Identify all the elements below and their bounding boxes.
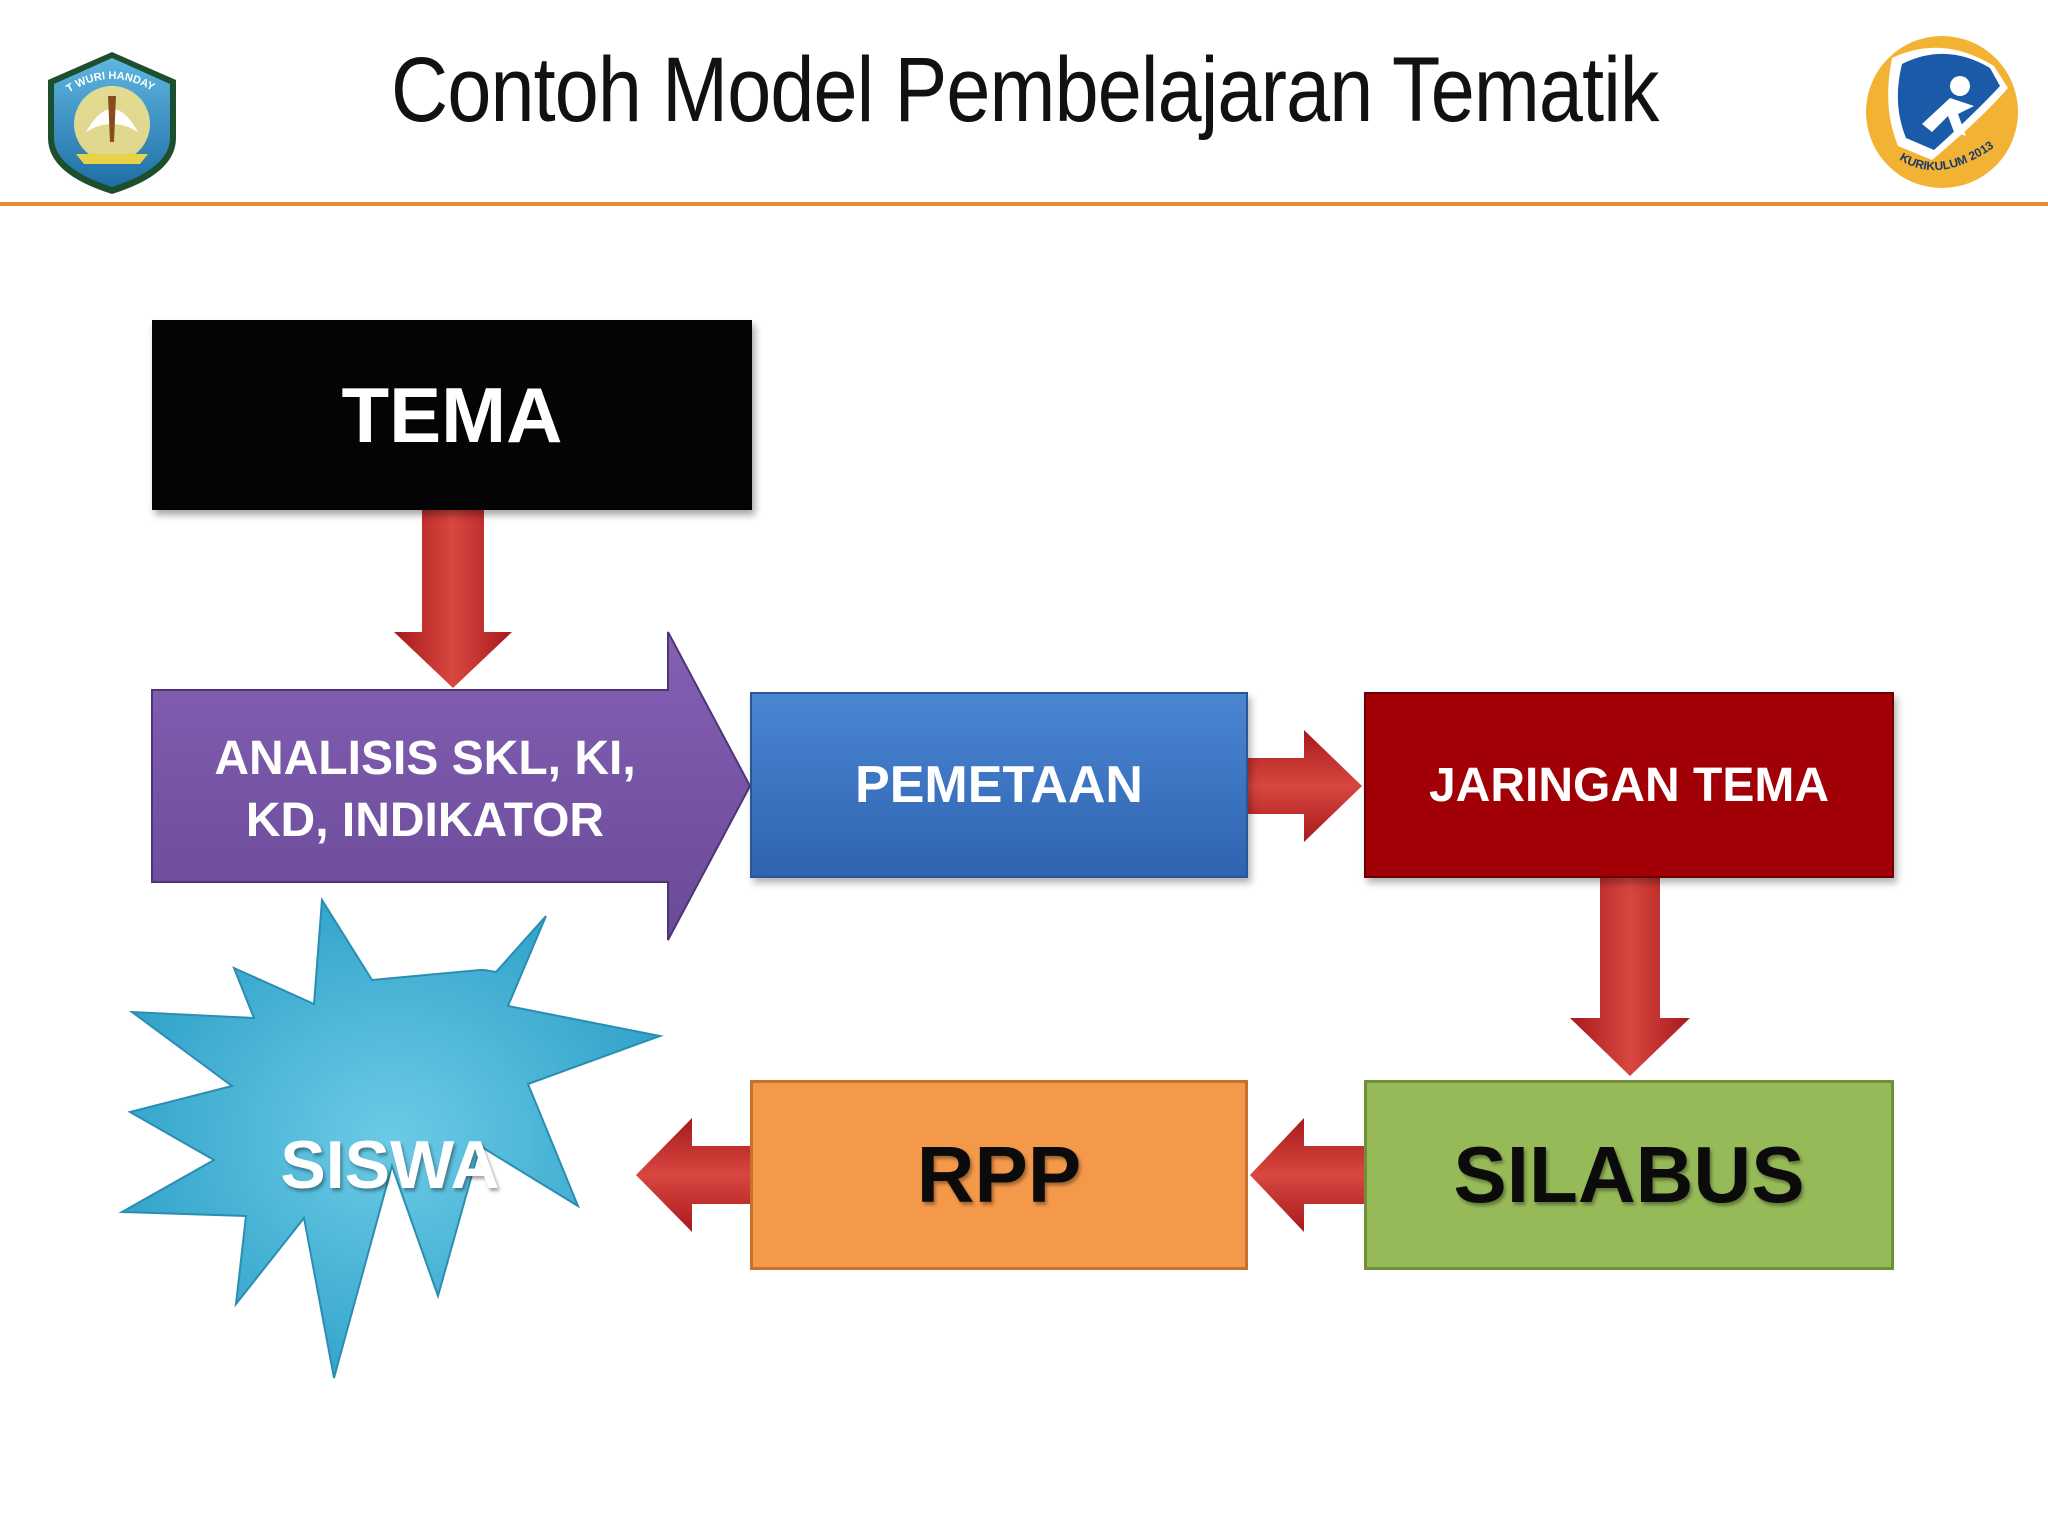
arrow-silabus-to-rpp	[1250, 1118, 1364, 1232]
siswa-label: SISWA	[280, 1127, 500, 1203]
logo-left-text-layer: TUT WURI HANDAYANI	[36, 46, 157, 95]
header-divider	[0, 202, 2048, 206]
jaringan-tema-box: JARINGAN TEMA	[1364, 692, 1894, 878]
analisis-line-2: KD, INDIKATOR	[245, 794, 605, 847]
arrow-jaringan-to-silabus	[1570, 878, 1690, 1076]
silabus-box: SILABUS	[1364, 1080, 1894, 1270]
arrow-rpp-to-siswa	[636, 1118, 750, 1232]
tut-wuri-handayani-logo	[48, 52, 176, 194]
analisis-arrow-shape	[151, 631, 752, 941]
siswa-star	[118, 896, 664, 1379]
page-title: Contoh Model Pembelajaran Tematik	[391, 39, 1659, 141]
analisis-line-1: ANALISIS SKL, KI,	[214, 732, 636, 785]
arrow-tema-to-analisis	[394, 510, 512, 688]
kurikulum-2013-logo: KURIKULUM 2013	[1866, 36, 2018, 188]
pemetaan-box: PEMETAAN	[750, 692, 1248, 878]
tema-box: TEMA	[152, 320, 752, 510]
analisis-label: ANALISIS SKL, KI, KD, INDIKATOR	[160, 700, 690, 880]
arrow-pemetaan-to-jaringan	[1248, 730, 1362, 842]
rpp-box: RPP	[750, 1080, 1248, 1270]
